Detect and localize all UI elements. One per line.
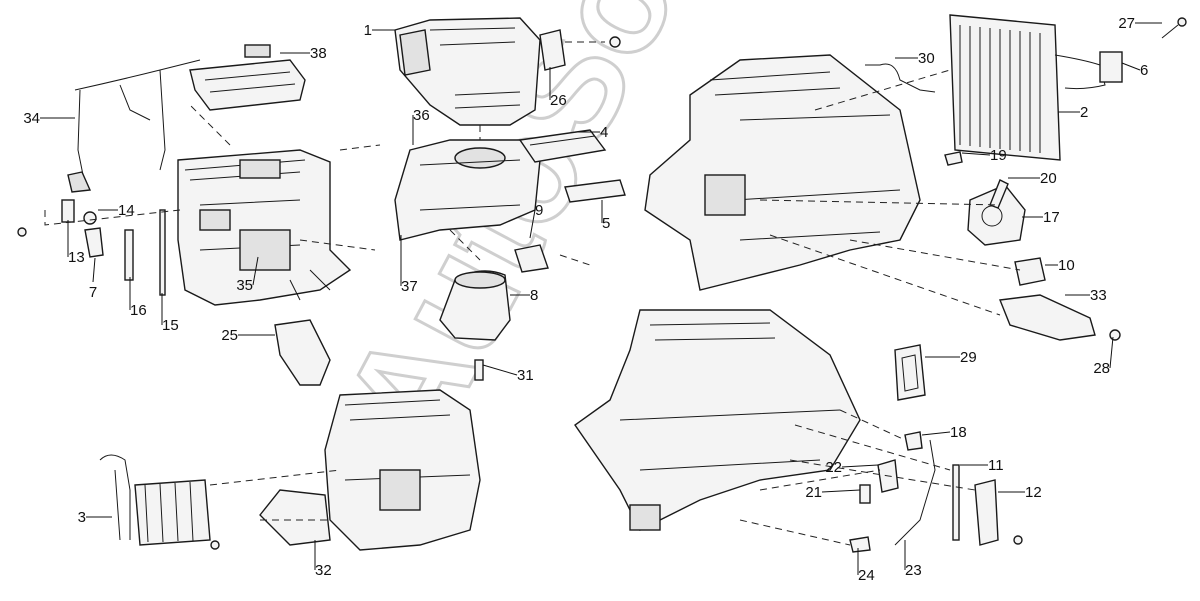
callout-13: 13: [68, 249, 85, 266]
clip-part-24: [849, 536, 871, 553]
resistor-part-9: [514, 244, 549, 273]
callout-1: 1: [364, 22, 372, 39]
wiring-harness-part-34: [67, 59, 201, 193]
leader-line-9: [529, 209, 536, 239]
leader-line-35: [252, 256, 259, 286]
screw-part-28: [1109, 329, 1121, 341]
callout-19: 19: [990, 147, 1007, 164]
clip-part-21: [859, 484, 871, 504]
vent-grille-part-38: [189, 44, 306, 111]
callout-24: 24: [858, 567, 875, 584]
callout-26: 26: [550, 92, 567, 109]
duct-part-33: [999, 294, 1096, 341]
bracket-part-12: [974, 479, 1023, 546]
leader-line-21: [821, 489, 861, 493]
sensor-part-10: [1014, 257, 1046, 286]
hvac-housing-lower-centre: [324, 389, 481, 551]
hvac-housing-upper-left: [177, 149, 352, 306]
leader-line-31: [482, 364, 518, 376]
callout-7: 7: [89, 284, 97, 301]
assembly-lines: [44, 69, 1021, 546]
bolt-part-27: [1161, 17, 1187, 39]
callout-4: 4: [600, 124, 608, 141]
callout-11: 11: [988, 457, 1004, 474]
part-15-rod: [159, 209, 166, 296]
cabin-filter-part-4: [518, 129, 607, 163]
callout-20: 20: [1040, 170, 1057, 187]
blower-case-part-1: [394, 17, 541, 126]
callout-37: 37: [401, 278, 418, 295]
callout-17: 17: [1043, 209, 1060, 226]
leader-line-6: [1121, 62, 1141, 71]
bolt-part-31: [474, 359, 484, 381]
rod-part-11: [952, 464, 960, 541]
callout-9: 9: [535, 202, 543, 219]
part-16-shape: [124, 229, 134, 281]
callout-layer: 1234568910111213141516171819202122232425…: [23, 15, 1162, 584]
part-13-shape: [61, 199, 75, 223]
seal-part-29: [894, 344, 926, 401]
callout-28: 28: [1093, 360, 1110, 377]
blower-motor-part-8: [439, 270, 511, 341]
callout-32: 32: [315, 562, 332, 579]
expansion-valve-part-6: [1099, 51, 1123, 83]
callout-35: 35: [236, 277, 253, 294]
callout-8: 8: [530, 287, 538, 304]
callout-21: 21: [805, 484, 822, 501]
callout-30: 30: [918, 50, 935, 67]
heater-core-part-3: [99, 454, 211, 546]
callout-14: 14: [118, 202, 135, 219]
bracket-part-26: [539, 29, 621, 71]
callout-2: 2: [1080, 104, 1088, 121]
sensor-wire-part-30: [865, 63, 936, 93]
leader-line-19: [961, 152, 991, 156]
leader-line-28: [1109, 336, 1114, 369]
callout-16: 16: [130, 302, 147, 319]
callout-10: 10: [1058, 257, 1075, 274]
callout-34: 34: [23, 110, 40, 127]
leader-line-7: [92, 257, 96, 283]
callout-29: 29: [960, 349, 977, 366]
callout-27: 27: [1118, 15, 1135, 32]
hvac-housing-lower-right: [574, 309, 861, 531]
lever-part-20: [989, 179, 1009, 209]
duct-part-32: [210, 489, 331, 550]
duct-part-25: [274, 319, 331, 386]
callout-12: 12: [1025, 484, 1042, 501]
filter-cover-part-5: [564, 179, 626, 203]
leader-line-22: [841, 464, 879, 468]
callout-3: 3: [78, 509, 86, 526]
callout-36: 36: [413, 107, 430, 124]
part-14-ring: [83, 211, 97, 225]
callout-6: 6: [1140, 62, 1148, 79]
callout-33: 33: [1090, 287, 1107, 304]
callout-31: 31: [517, 367, 534, 384]
clip-part-19: [944, 151, 963, 166]
small-left-parts: [17, 199, 166, 296]
callout-38: 38: [310, 45, 327, 62]
callout-15: 15: [162, 317, 179, 334]
evaporator-core-part-2: [949, 14, 1106, 161]
callout-25: 25: [221, 327, 238, 344]
callout-18: 18: [950, 424, 967, 441]
blower-housing-part-36: [394, 139, 541, 241]
rod-part-23: [894, 439, 936, 546]
part-7-shape: [84, 227, 104, 258]
leader-line-18: [921, 431, 951, 436]
hvac-housing-upper-right: [644, 54, 921, 291]
callout-23: 23: [905, 562, 922, 579]
callout-22: 22: [825, 459, 842, 476]
clip-part-18: [904, 431, 923, 451]
callout-5: 5: [602, 215, 610, 232]
